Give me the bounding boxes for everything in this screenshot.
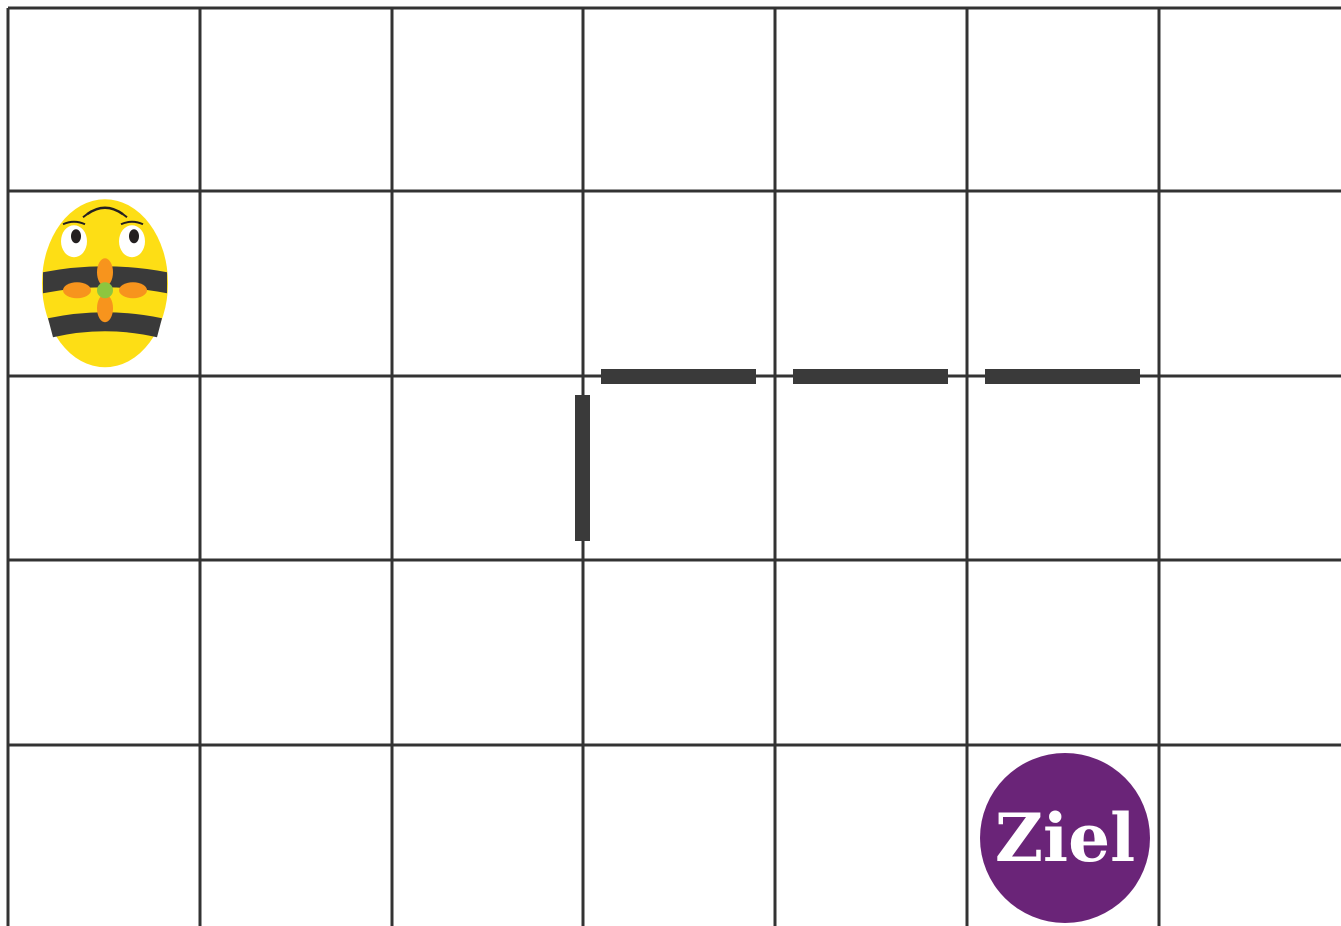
bee-button-down <box>97 294 113 322</box>
wall-segment <box>601 369 756 384</box>
bee-pupil-left <box>71 229 81 243</box>
goal-label: Ziel <box>995 799 1135 877</box>
wall-segment <box>985 369 1140 384</box>
wall-segment <box>575 395 590 541</box>
bee-button-left <box>63 282 91 298</box>
bee-button-go <box>97 282 113 298</box>
wall-segment <box>793 369 948 384</box>
bee-button-right <box>119 282 147 298</box>
walls <box>575 369 1140 541</box>
bee-pupil-right <box>129 229 139 243</box>
grid-lines <box>8 8 1341 926</box>
goal-marker: Ziel <box>980 753 1150 923</box>
bee-button-up <box>97 258 113 286</box>
bee-bot-icon[interactable] <box>42 199 168 367</box>
